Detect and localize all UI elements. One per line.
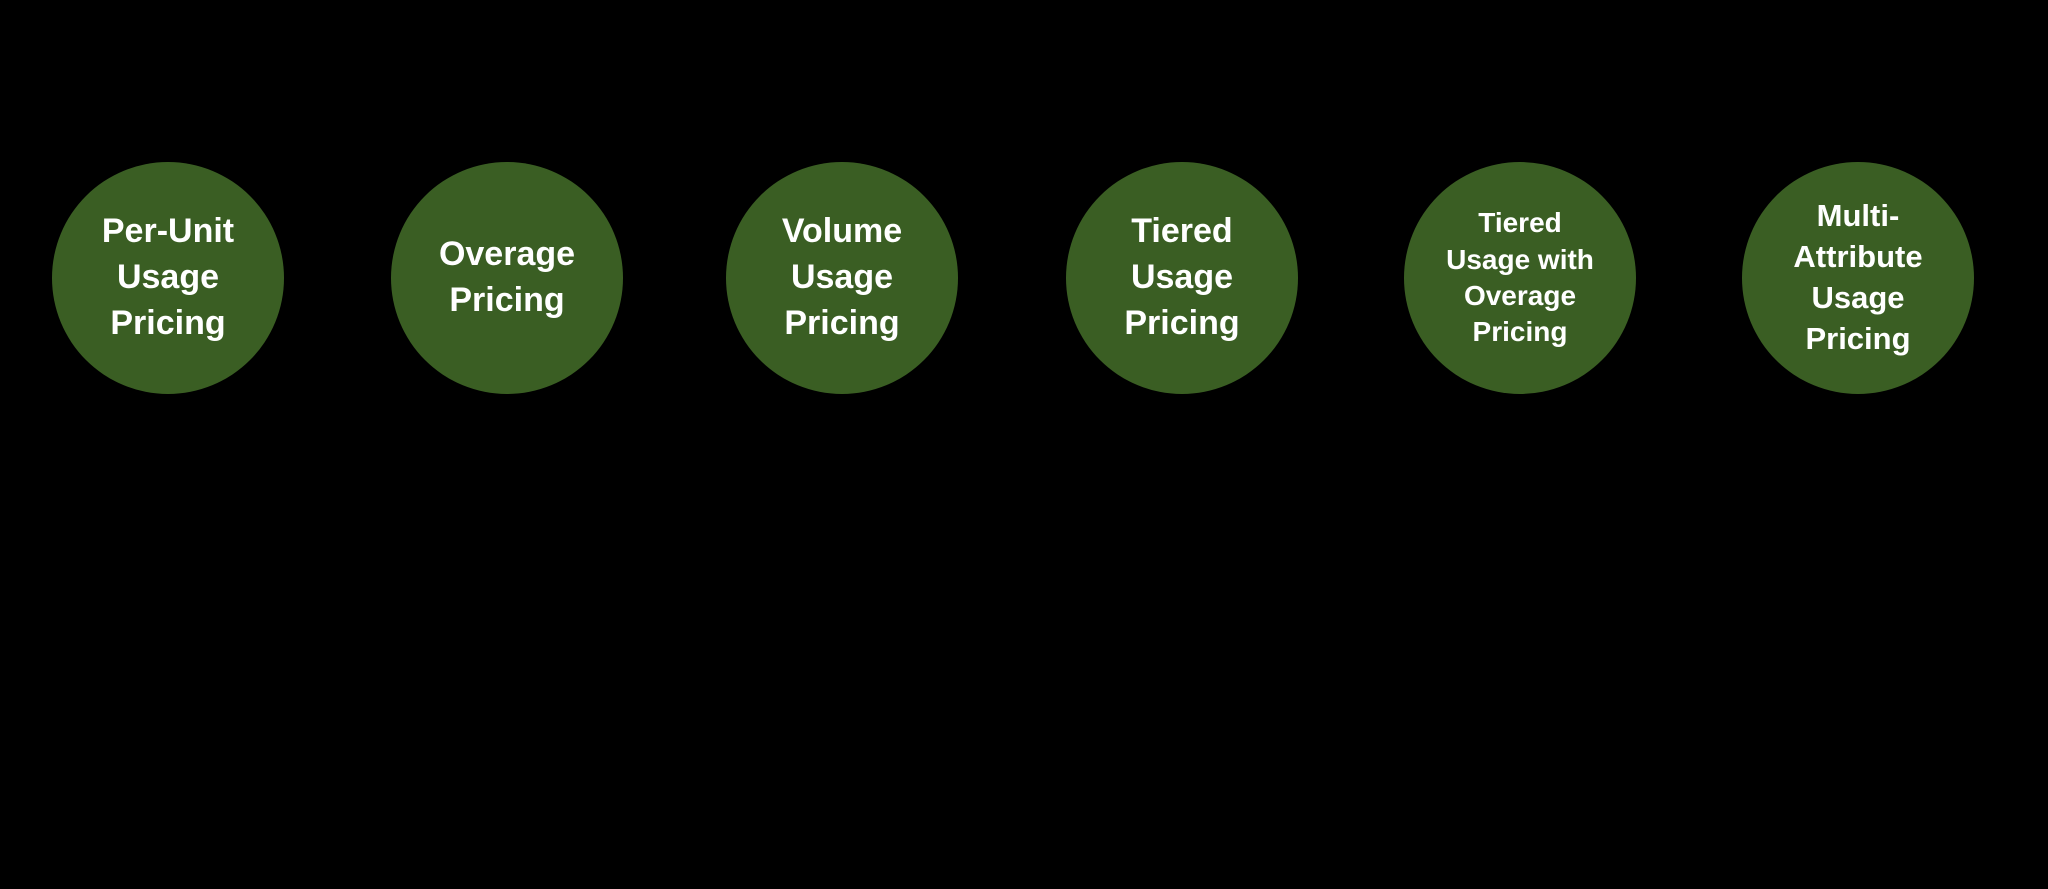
node-label: Per-Unit Usage Pricing xyxy=(101,212,235,342)
node-label: Volume Usage Pricing xyxy=(781,212,903,342)
node-label: Overage Pricing xyxy=(438,235,576,319)
node-label: Multi- Attribute Usage Pricing xyxy=(1793,198,1923,356)
node-overage-pricing: Overage Pricing xyxy=(391,162,623,394)
node-tiered-usage-pricing: Tiered Usage Pricing xyxy=(1066,162,1298,394)
node-label: Tiered Usage Pricing xyxy=(1124,212,1240,342)
node-volume-usage-pricing: Volume Usage Pricing xyxy=(726,162,958,394)
node-per-unit-usage-pricing: Per-Unit Usage Pricing xyxy=(52,162,284,394)
node-multi-attribute-usage-pricing: Multi- Attribute Usage Pricing xyxy=(1742,162,1974,394)
node-tiered-usage-with-overage-pricing: Tiered Usage with Overage Pricing xyxy=(1404,162,1636,394)
node-label: Tiered Usage with Overage Pricing xyxy=(1446,207,1594,348)
